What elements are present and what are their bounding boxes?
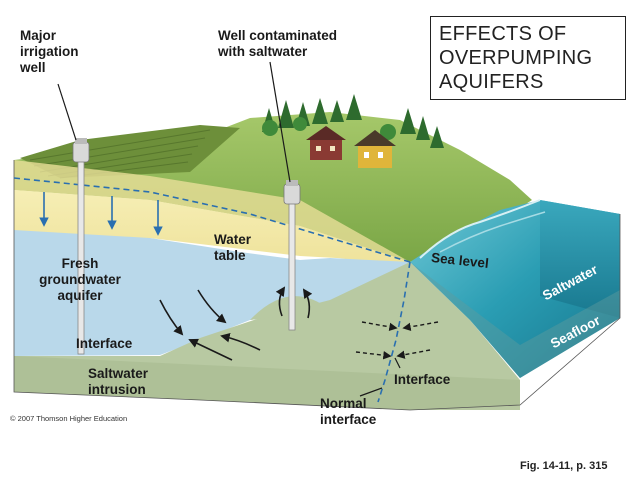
copyright-text: © 2007 Thomson Higher Education bbox=[10, 414, 127, 423]
title-box: EFFECTS OF OVERPUMPING AQUIFERS bbox=[430, 16, 626, 100]
figure-reference: Fig. 14-11, p. 315 bbox=[520, 460, 607, 472]
title-line-1: EFFECTS OF bbox=[439, 22, 617, 46]
label-major-irrigation-well: Major irrigation well bbox=[20, 28, 79, 76]
label-interface-right: Interface bbox=[394, 372, 450, 388]
label-well-contaminated: Well contaminated with saltwater bbox=[218, 28, 337, 60]
label-interface-left: Interface bbox=[76, 336, 132, 352]
label-water-table: Water table bbox=[214, 232, 251, 264]
title-line-3: AQUIFERS bbox=[439, 70, 617, 94]
label-saltwater-intrusion: Saltwater intrusion bbox=[88, 366, 148, 398]
label-fresh-groundwater-aquifer: Fresh groundwater aquifer bbox=[20, 256, 140, 304]
label-normal-interface: Normal interface bbox=[320, 396, 376, 428]
title-line-2: OVERPUMPING bbox=[439, 46, 617, 70]
